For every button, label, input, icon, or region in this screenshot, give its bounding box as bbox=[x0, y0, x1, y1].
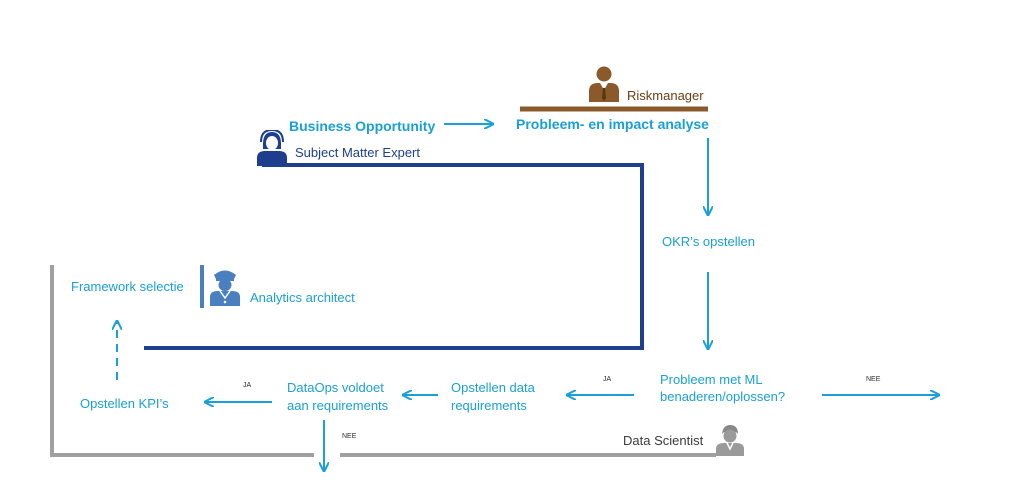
node-okr-opstellen: OKR’s opstellen bbox=[662, 234, 755, 249]
role-analytics-architect: Analytics architect bbox=[250, 290, 355, 305]
node-business-opportunity: Business Opportunity bbox=[289, 118, 436, 134]
node-probleem-ml-line2: benaderen/oplossen? bbox=[660, 389, 786, 404]
woman-headset-icon bbox=[257, 130, 287, 166]
node-opstellen-data-line1: Opstellen data bbox=[451, 380, 535, 395]
edge-label-ja-ml: JA bbox=[603, 376, 612, 383]
scientist-icon bbox=[716, 425, 744, 456]
edge-label-ja-dataops: JA bbox=[243, 382, 252, 389]
node-probleem-impact-analyse: Probleem- en impact analyse bbox=[516, 116, 709, 132]
role-subject-matter-expert: Subject Matter Expert bbox=[295, 145, 420, 160]
pilot-icon bbox=[210, 270, 240, 306]
node-opstellen-data-line2: requirements bbox=[451, 398, 527, 413]
businessman-icon bbox=[589, 66, 619, 102]
sme-frame bbox=[144, 163, 644, 350]
role-riskmanager: Riskmanager bbox=[627, 88, 704, 103]
node-dataops-line1: DataOps voldoet bbox=[287, 380, 384, 395]
node-probleem-ml-line1: Probleem met ML bbox=[660, 372, 763, 387]
node-opstellen-kpi: Opstellen KPI’s bbox=[80, 396, 169, 411]
edge-label-nee-dataops: NEE bbox=[342, 433, 357, 440]
edge-label-nee-ml: NEE bbox=[866, 376, 881, 383]
node-dataops-line2: aan requirements bbox=[287, 398, 389, 413]
node-framework-selectie: Framework selectie bbox=[71, 279, 184, 294]
role-data-scientist: Data Scientist bbox=[623, 433, 704, 448]
scientist-frame bbox=[50, 265, 314, 457]
